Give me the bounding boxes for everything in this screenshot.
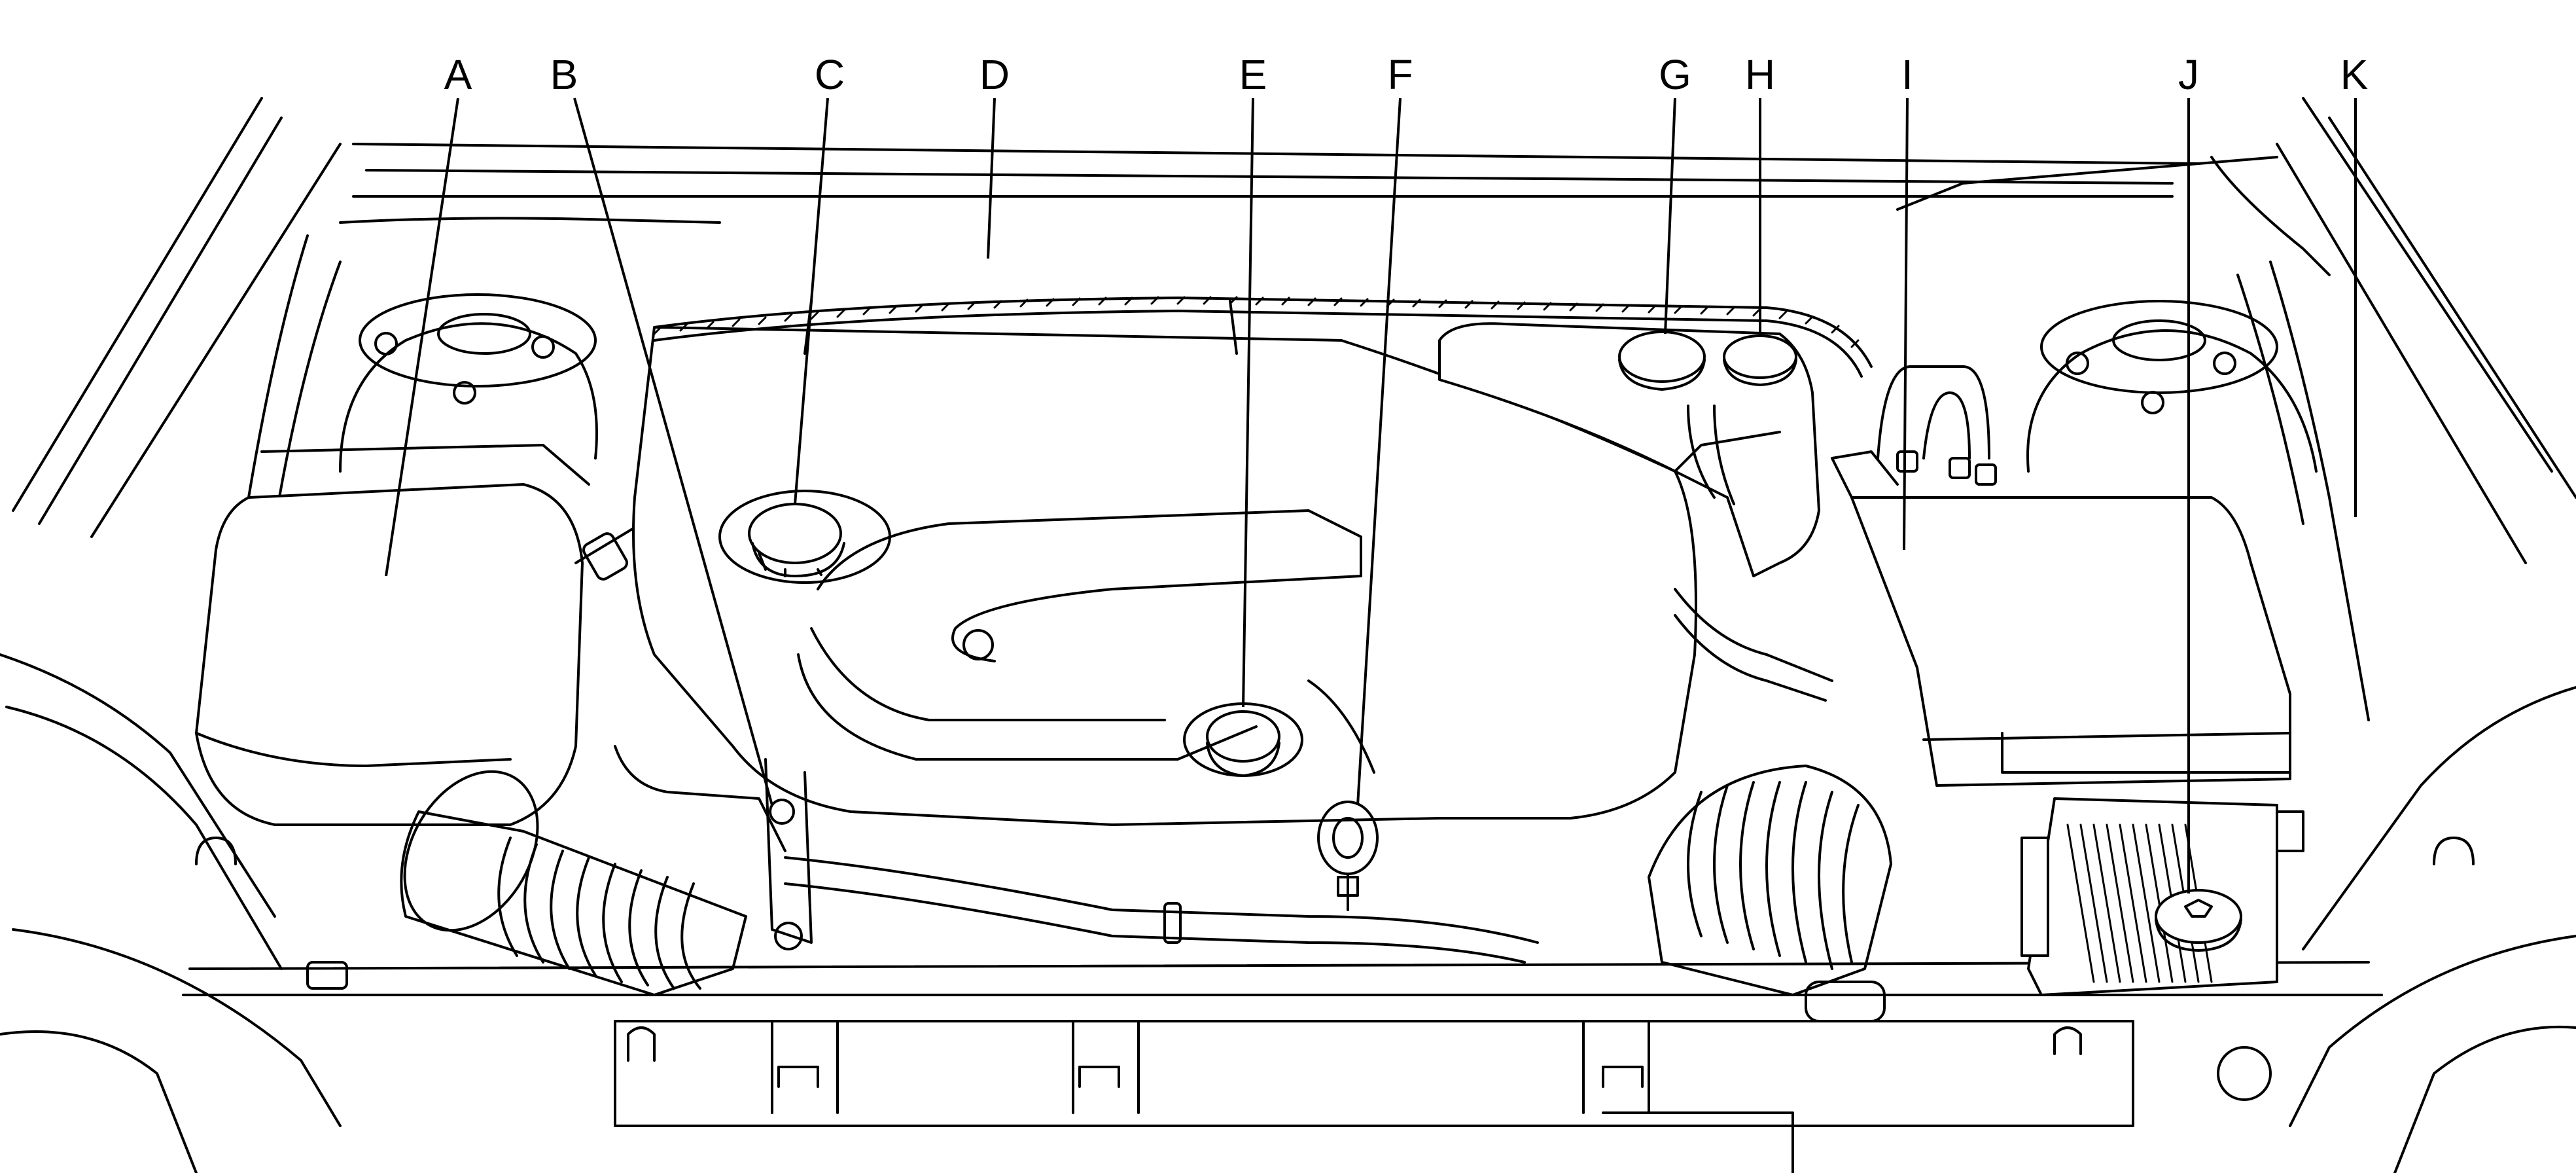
leader-a [385, 98, 459, 577]
callout-e: E [1239, 51, 1267, 98]
vehicle-body-outline [0, 97, 2576, 1173]
air-cleaner-housing [195, 444, 656, 826]
left-strut-tower [339, 293, 598, 473]
callout-j: J [2178, 51, 2199, 98]
callout-c: C [815, 51, 845, 98]
leader-d [987, 98, 996, 259]
intake-duct-right [1648, 765, 1892, 996]
battery-area [1831, 365, 2291, 787]
coolant-reservoir [1438, 322, 1820, 577]
callout-d: D [979, 51, 1010, 98]
callout-g: G [1659, 51, 1691, 98]
leader-b [573, 98, 773, 806]
leader-c [794, 98, 829, 505]
wire-harness [653, 296, 1873, 378]
callout-f: F [1387, 51, 1413, 98]
callout-k: K [2340, 51, 2369, 98]
callout-b: B [550, 51, 578, 98]
leader-i [1903, 98, 1909, 550]
callout-a: A [444, 51, 472, 98]
leader-g [1664, 98, 1676, 334]
callout-i: I [1901, 51, 1913, 98]
intake-duct-left [400, 770, 747, 996]
leader-e [1242, 98, 1254, 708]
leader-f [1356, 98, 1402, 806]
hoses-and-brackets [195, 588, 2475, 1114]
callout-h: H [1745, 51, 1775, 98]
washer-fluid-reservoir [2020, 797, 2304, 996]
callout-labels: A B C D E F G H I J K [444, 51, 2369, 98]
right-strut-tower [2026, 300, 2318, 473]
leader-lines [385, 98, 2357, 893]
